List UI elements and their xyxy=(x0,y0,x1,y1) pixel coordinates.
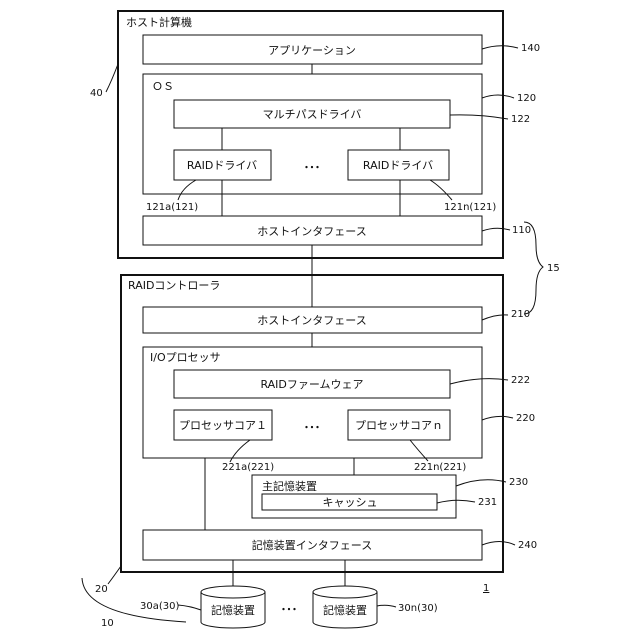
ref-121a: 121a(121) xyxy=(146,202,198,213)
processor-core-n-label: プロセッサコアｎ xyxy=(355,419,443,432)
leader-140 xyxy=(482,46,518,49)
raid-controller-title: RAIDコントローラ xyxy=(128,279,220,292)
storage-device-n: 記憶装置 xyxy=(313,586,377,628)
ref-210: 210 xyxy=(511,309,530,320)
ref-40: 40 xyxy=(90,88,103,99)
leader-120 xyxy=(482,95,514,98)
storage-device-a: 記憶装置 xyxy=(201,586,265,628)
ref-220: 220 xyxy=(516,413,535,424)
storage-device-n-label: 記憶装置 xyxy=(323,603,367,617)
raid-firmware-label: RAIDファームウェア xyxy=(260,378,363,391)
leader-110 xyxy=(482,228,510,231)
ref-231: 231 xyxy=(478,497,497,508)
ref-120: 120 xyxy=(517,93,536,104)
host-interface-label: ホストインタフェース xyxy=(257,225,366,238)
ref-30n: 30n(30) xyxy=(398,603,438,614)
leader-220 xyxy=(482,416,513,420)
ref-110: 110 xyxy=(512,225,531,236)
ref-20: 20 xyxy=(95,584,108,595)
leader-210 xyxy=(482,315,508,320)
ref-240: 240 xyxy=(518,540,537,551)
ref-221a: 221a(221) xyxy=(222,462,274,473)
ref-121n: 121n(121) xyxy=(444,202,496,213)
ref-222: 222 xyxy=(511,375,530,386)
storage-device-a-top xyxy=(201,586,265,598)
storage-device-ellipsis: ･･･ xyxy=(281,603,298,616)
ref-140: 140 xyxy=(521,43,540,54)
processor-core-1-label: プロセッサコア１ xyxy=(179,419,267,432)
cache-label: キャッシュ xyxy=(323,496,378,509)
leader-30a xyxy=(178,605,201,610)
ref-15: 15 xyxy=(547,263,560,274)
raid-driver-n-label: RAIDドライバ xyxy=(363,159,433,172)
ref-30a: 30a(30) xyxy=(140,601,179,612)
storage-device-a-label: 記憶装置 xyxy=(211,603,255,617)
leader-240 xyxy=(482,542,515,546)
ref-122: 122 xyxy=(511,114,530,125)
io-processor-label: I/Oプロセッサ xyxy=(150,351,221,364)
ref-system-1: 1 xyxy=(483,583,489,594)
application-label: アプリケーション xyxy=(268,44,356,57)
controller-host-interface-label: ホストインタフェース xyxy=(257,314,366,327)
host-computer-title: ホスト計算機 xyxy=(126,15,192,29)
raid-driver-ellipsis: ･･･ xyxy=(304,161,321,174)
os-label: ＯＳ xyxy=(152,80,174,93)
processor-core-ellipsis: ･･･ xyxy=(304,421,321,434)
storage-interface-label: 記憶装置インタフェース xyxy=(252,538,372,552)
leader-20 xyxy=(108,566,121,584)
ref-230: 230 xyxy=(509,477,528,488)
leader-230 xyxy=(456,480,506,486)
leader-40 xyxy=(106,64,118,92)
ref-221n: 221n(221) xyxy=(414,462,466,473)
leader-30n xyxy=(377,605,396,607)
ref-10: 10 xyxy=(101,618,114,629)
raid-driver-a-label: RAIDドライバ xyxy=(187,159,257,172)
multipath-driver-label: マルチパスドライバ xyxy=(263,108,362,121)
storage-device-n-top xyxy=(313,586,377,598)
main-memory-label: 主記憶装置 xyxy=(262,479,317,493)
